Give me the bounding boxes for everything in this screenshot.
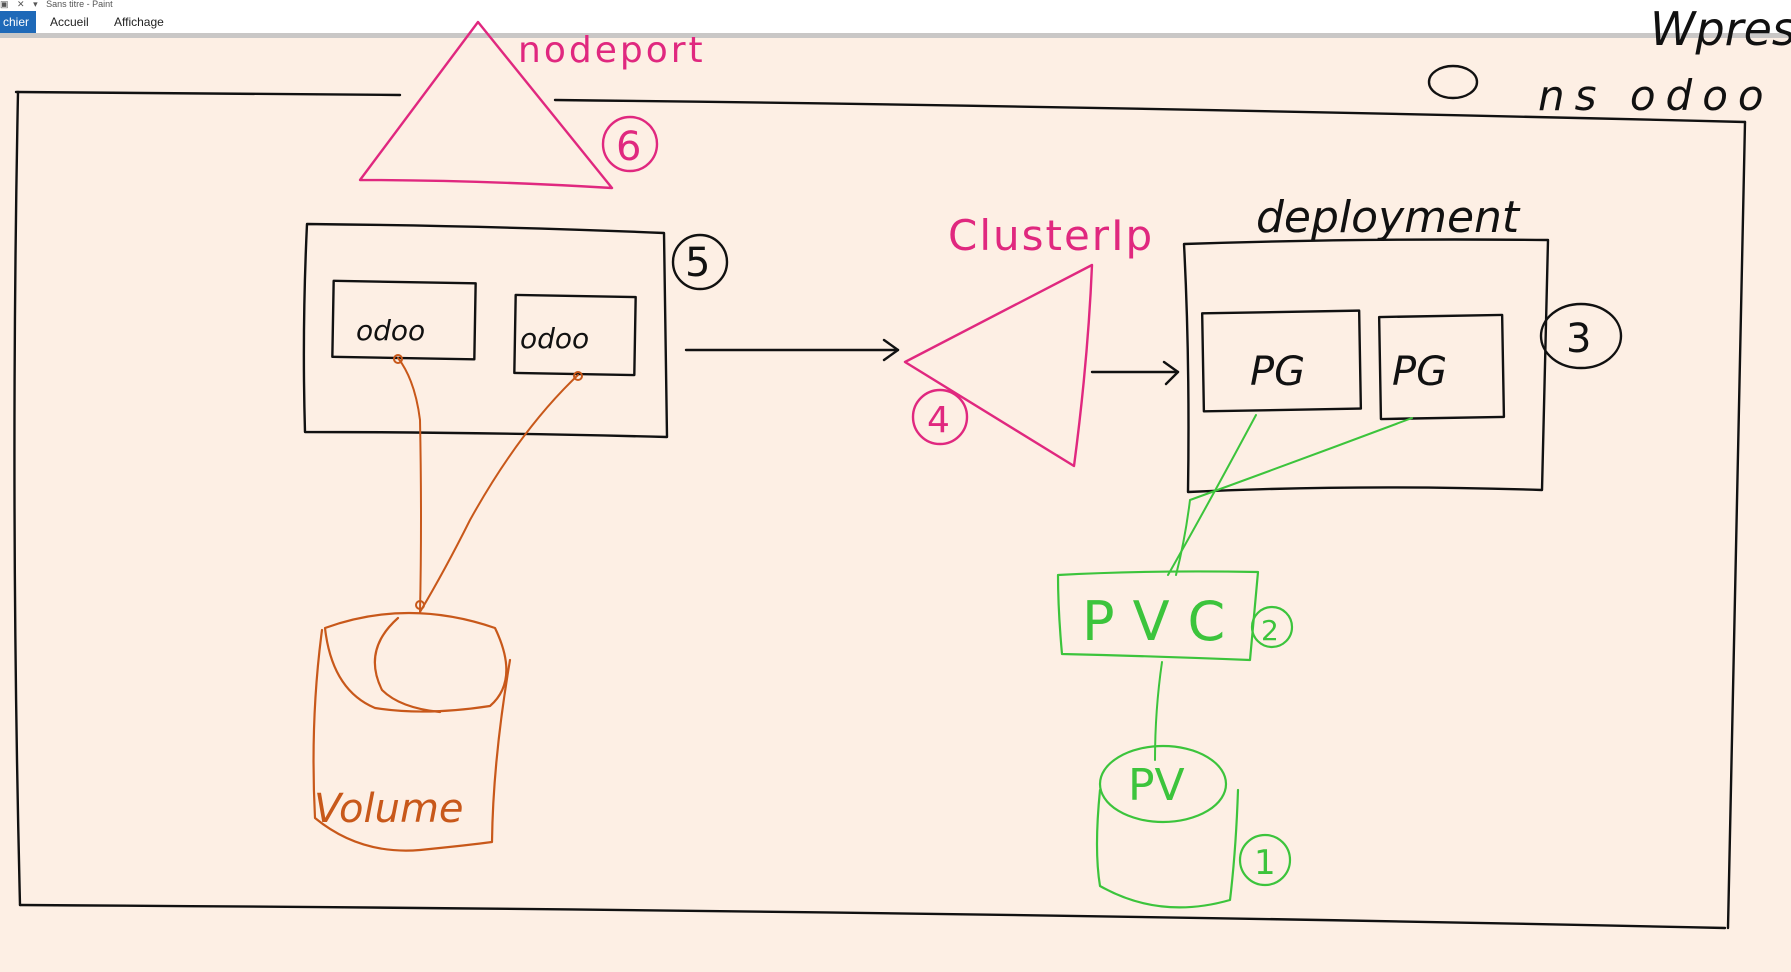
pvc bbox=[1056, 570, 1294, 662]
odoo-container-1 bbox=[331, 279, 477, 361]
pg-container-2 bbox=[1377, 313, 1506, 421]
deployment bbox=[1182, 238, 1623, 494]
odoo-pod bbox=[302, 222, 900, 439]
pv-number-circle bbox=[1238, 833, 1292, 887]
namespace-frame bbox=[13, 90, 1747, 930]
clusterip-label: ClusterIp bbox=[948, 211, 1154, 260]
volume-label: Volume bbox=[314, 786, 464, 832]
pvc-label: PVC bbox=[1082, 590, 1243, 653]
odoo-container-2-label: odoo bbox=[520, 322, 589, 355]
clusterip-arrow bbox=[1090, 360, 1180, 386]
pv-label: PV bbox=[1128, 760, 1185, 811]
corner-note: Wpress bbox=[1650, 2, 1791, 56]
nodeport-label: nodeport bbox=[518, 30, 706, 71]
quick-access-toolbar: ▣ ✕ ▾ Sans titre - Paint bbox=[0, 0, 220, 10]
undo-icon[interactable]: ✕ bbox=[17, 0, 25, 9]
odoo-pod-number: 5 bbox=[685, 240, 710, 286]
clusterip-number-circle bbox=[911, 388, 969, 446]
document-title: Sans titre - Paint bbox=[46, 0, 113, 9]
dropdown-icon[interactable]: ▾ bbox=[33, 0, 38, 9]
pg-container-1-label: PG bbox=[1250, 349, 1305, 395]
nodeport-service bbox=[358, 20, 659, 190]
tab-view[interactable]: Affichage bbox=[114, 15, 164, 29]
odoo-container-1-label: odoo bbox=[356, 314, 425, 347]
pvc-number: 2 bbox=[1261, 614, 1279, 647]
deployment-number-circle bbox=[1539, 302, 1623, 370]
deployment-label: deployment bbox=[1256, 192, 1521, 243]
pg-container-1 bbox=[1200, 309, 1363, 413]
clusterip-service bbox=[903, 263, 1094, 468]
namespace-label: ns odoo bbox=[1538, 71, 1774, 120]
clusterip-number: 4 bbox=[927, 400, 950, 441]
namespace-oval bbox=[1427, 64, 1479, 100]
odoo-pod-number-circle bbox=[671, 233, 729, 291]
volume-links bbox=[393, 354, 583, 613]
pv-number: 1 bbox=[1254, 843, 1276, 883]
tab-home[interactable]: Accueil bbox=[50, 15, 89, 29]
volume bbox=[312, 611, 512, 852]
ribbon: ▣ ✕ ▾ Sans titre - Paint chier Accueil A… bbox=[0, 0, 1791, 38]
tab-file[interactable]: chier bbox=[0, 11, 36, 33]
pv bbox=[1095, 744, 1292, 909]
save-icon[interactable]: ▣ bbox=[0, 0, 9, 9]
pvc-links bbox=[1154, 414, 1413, 761]
pg-container-2-label: PG bbox=[1392, 349, 1447, 395]
pvc-number-circle bbox=[1250, 605, 1294, 649]
deployment-number: 3 bbox=[1566, 316, 1591, 362]
nodeport-number-circle bbox=[601, 115, 659, 173]
nodeport-number: 6 bbox=[616, 124, 641, 170]
